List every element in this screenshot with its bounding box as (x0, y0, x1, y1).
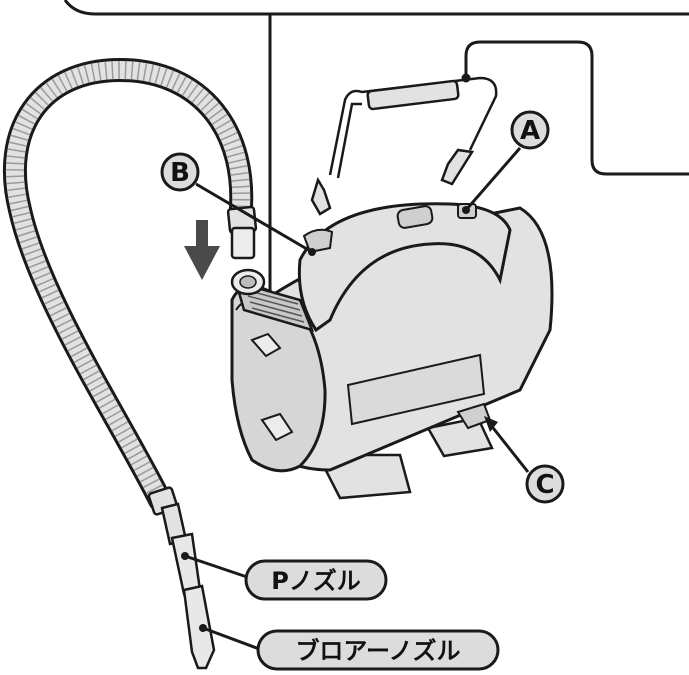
svg-text:Pノズル: Pノズル (271, 567, 361, 595)
insert-arrow-icon (184, 220, 220, 280)
svg-text:C: C (535, 470, 554, 500)
p-nozzle (170, 532, 202, 596)
svg-text:B: B (170, 158, 190, 188)
callout-a: A (510, 110, 550, 150)
p-nozzle-label: Pノズル (244, 559, 388, 601)
shoulder-strap (310, 76, 498, 216)
callout-c: C (525, 464, 565, 504)
nozzle-assembly (147, 486, 263, 670)
callout-b: B (160, 152, 200, 192)
svg-text:ブロアーノズル: ブロアーノズル (295, 637, 460, 665)
leader-c (488, 423, 530, 473)
leader-line-strap (464, 40, 689, 176)
top-frame-border (63, 0, 689, 16)
leader-b (195, 182, 313, 254)
pump-body (230, 202, 554, 500)
hose (2, 57, 258, 512)
blower-nozzle (182, 584, 216, 670)
svg-text:A: A (520, 116, 540, 146)
leader-a (464, 147, 522, 211)
blower-nozzle-label: ブロアーノズル (256, 629, 500, 671)
